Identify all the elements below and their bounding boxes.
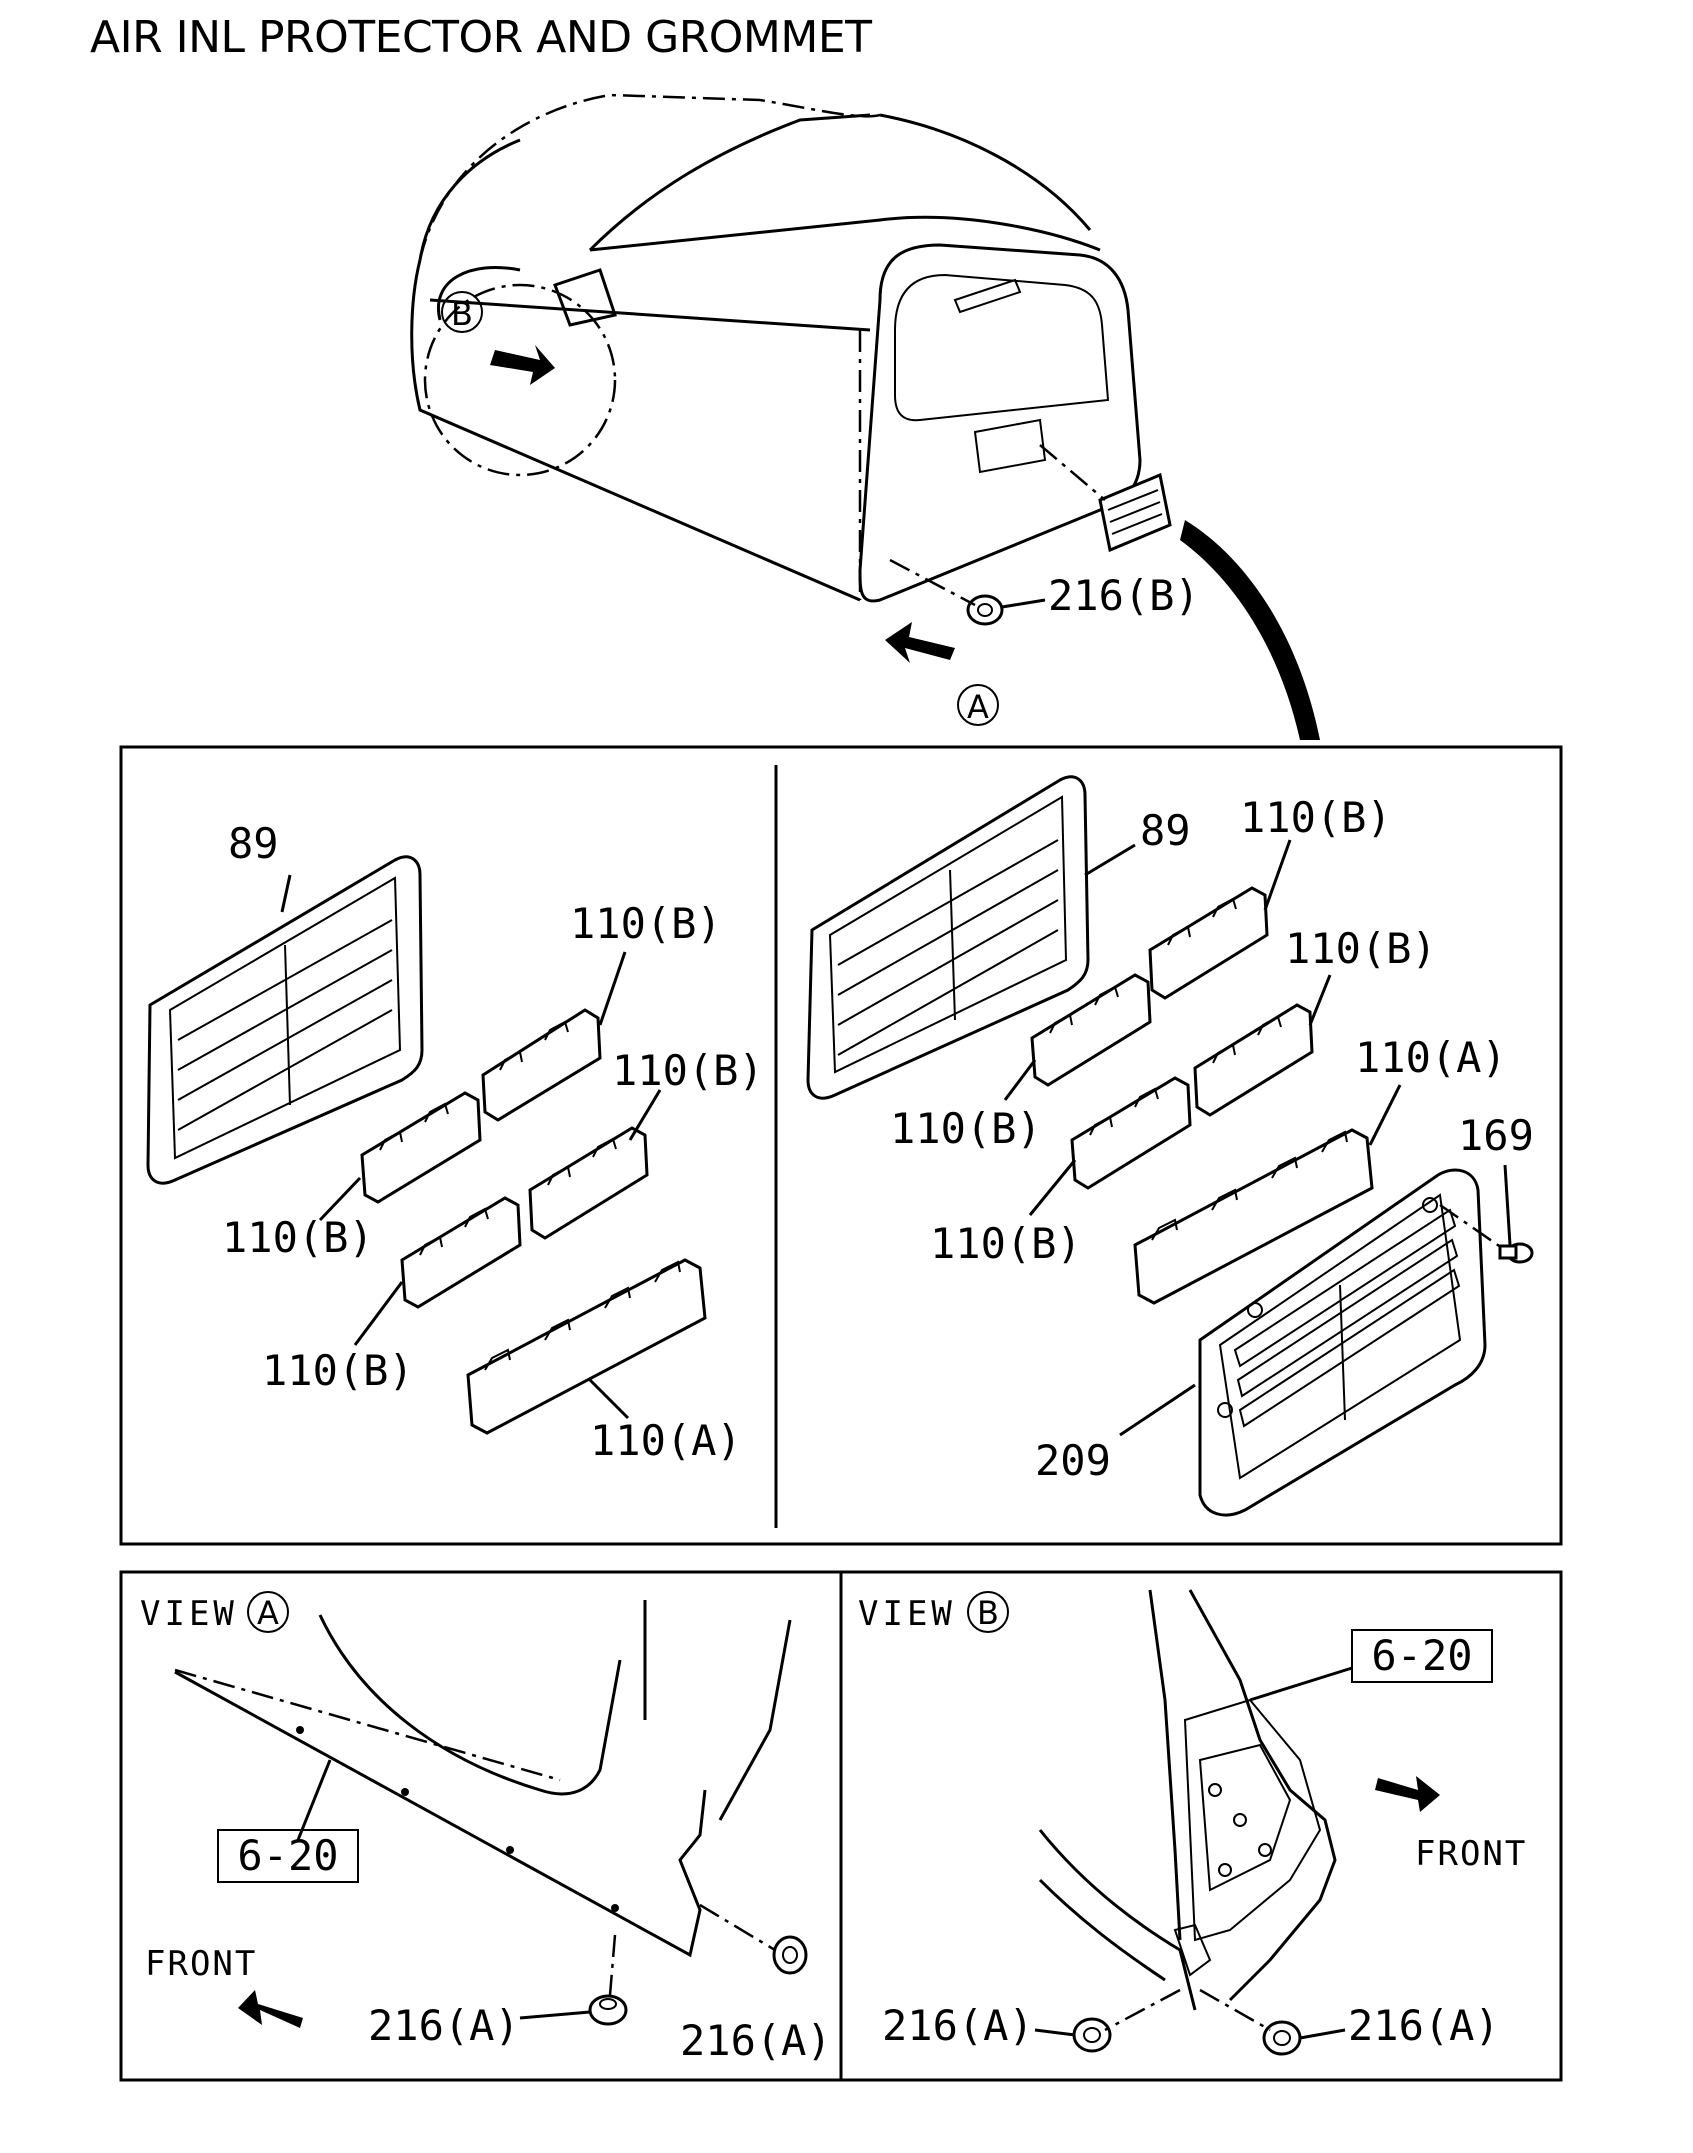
label-110b-right-low: 110(B) xyxy=(890,1104,1042,1153)
protector-110b-right-1 xyxy=(1148,886,1269,1000)
right-panel: 89 xyxy=(806,775,1534,1517)
view-a-callout-icon: A xyxy=(247,1591,289,1633)
label-110a-left: 110(A) xyxy=(590,1416,742,1465)
view-b-front-label: FRONT xyxy=(1415,1834,1527,1874)
view-a-front-label: FRONT xyxy=(145,1944,257,1984)
label-169: 169 xyxy=(1458,1111,1534,1160)
callout-b-icon: B xyxy=(441,291,483,333)
label-110b-left-low: 110(B) xyxy=(222,1213,374,1262)
exploded-view-frame xyxy=(119,745,1563,1546)
protector-110b-left-4 xyxy=(400,1196,522,1309)
view-b-frame xyxy=(839,1570,1563,2082)
view-b-pillar xyxy=(1038,1589,1337,2011)
svg-text:B: B xyxy=(451,295,473,333)
view-b-grommet-1-icon xyxy=(1072,2017,1112,2053)
callout-a-icon: A xyxy=(957,684,999,726)
view-b-title: VIEW xyxy=(858,1594,956,1634)
air-inlet-frame-89-right xyxy=(806,775,1090,1100)
label-209: 209 xyxy=(1035,1436,1111,1485)
diagram-title: AIR INL PROTECTOR AND GROMMET xyxy=(90,12,872,63)
label-89-left: 89 xyxy=(228,819,279,868)
label-216b: 216(B) xyxy=(1048,571,1200,620)
view-b-arrow-icon xyxy=(490,345,555,385)
view-a-front-arrow-icon xyxy=(238,1990,303,2028)
svg-text:A: A xyxy=(257,1594,279,1632)
protector-110b-right-2 xyxy=(1030,973,1152,1087)
label-110b-left-top: 110(B) xyxy=(570,899,722,948)
pointer-arrow xyxy=(1180,520,1320,740)
protector-110b-left-3 xyxy=(528,1126,649,1240)
view-b-grommet-2-label: 216(A) xyxy=(1348,2001,1500,2050)
view-b-grommet-1-label: 216(A) xyxy=(882,2001,1034,2050)
view-b-ref-box xyxy=(1351,1629,1493,1683)
label-89-right: 89 xyxy=(1140,806,1191,855)
view-a-arrow-icon xyxy=(885,622,955,663)
view-a-panel: VIEW A 6-20 FRONT 216(A) 216(A) xyxy=(140,1591,832,2065)
svg-text:B: B xyxy=(977,1594,999,1632)
screw-169-icon xyxy=(1498,1242,1534,1264)
label-110b-left-bottom: 110(B) xyxy=(262,1346,414,1395)
protector-110a-right xyxy=(1133,1128,1374,1305)
view-b-ref-label: 6-20 xyxy=(1371,1631,1472,1680)
protector-110b-right-4 xyxy=(1070,1076,1192,1190)
label-110b-left-mid: 110(B) xyxy=(612,1046,764,1095)
view-a-ref-label: 6-20 xyxy=(237,1831,338,1880)
protector-110b-left-1 xyxy=(481,1008,602,1122)
left-panel: 89 110(B) 110(B) 110(B) 110(B) xyxy=(146,819,764,1465)
view-a-grommet-1-label: 216(A) xyxy=(368,2001,520,2050)
view-a-title: VIEW xyxy=(140,1594,238,1634)
grommet-216b-icon xyxy=(966,594,1004,626)
view-b-panel: VIEW B 6-20 FRONT xyxy=(858,1589,1527,2056)
view-b-callout-icon: B xyxy=(967,1591,1009,1633)
view-a-grommet-2-icon xyxy=(772,1935,808,1975)
protector-110b-right-3 xyxy=(1193,1003,1314,1117)
view-a-grommet-1-icon xyxy=(588,1994,628,2026)
vent-on-body xyxy=(1098,472,1172,553)
vent-cover-209 xyxy=(1198,1168,1487,1517)
air-inlet-frame-89 xyxy=(146,855,424,1185)
view-a-ref-box xyxy=(217,1829,359,1883)
svg-text:A: A xyxy=(967,688,989,726)
vehicle-overview: 216(B) B A xyxy=(410,93,1320,740)
view-a-grommet-2-label: 216(A) xyxy=(680,2016,832,2065)
view-b-grommet-2-icon xyxy=(1262,2020,1302,2056)
label-110b-right-bottom: 110(B) xyxy=(930,1219,1082,1268)
label-110b-right-top: 110(B) xyxy=(1240,793,1392,842)
protector-110a-left xyxy=(466,1258,707,1435)
protector-110b-left-2 xyxy=(360,1091,482,1204)
view-b-front-arrow-icon xyxy=(1375,1776,1440,1812)
label-110b-right-mid: 110(B) xyxy=(1285,924,1437,973)
label-110a-right: 110(A) xyxy=(1355,1033,1507,1082)
